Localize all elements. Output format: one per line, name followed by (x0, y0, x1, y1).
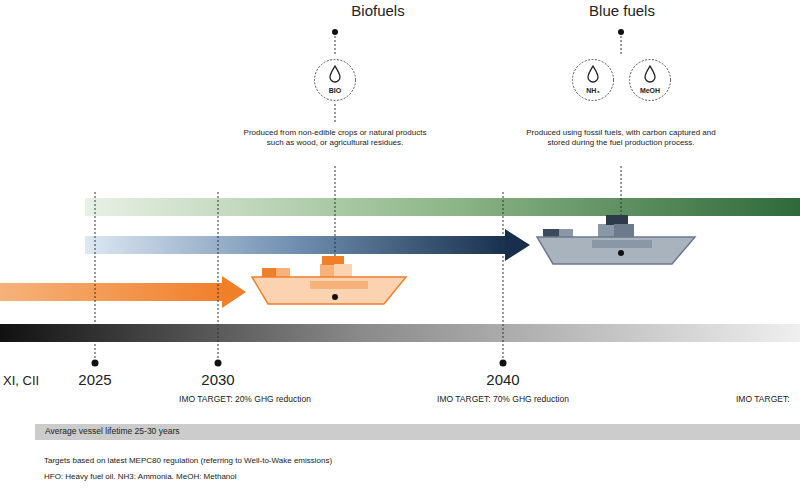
fuel-description: Produced from non-edible crops or natura… (240, 128, 430, 148)
fuel-icon: BIO (313, 58, 357, 102)
green-band (85, 198, 800, 216)
fuel-icon: MeOH (628, 58, 672, 102)
fuel-code: BIO (329, 87, 341, 94)
year-label: 2040 (473, 371, 533, 390)
footnote: Targets based on latest MEPC80 regulatio… (44, 456, 332, 466)
year-label: 2030 (188, 371, 248, 390)
orange-arrowhead (222, 276, 246, 308)
band-text: Average vessel lifetime 25-30 years (45, 426, 790, 438)
biofuel-ship (252, 256, 406, 304)
imo-target: IMO TARGET: (736, 394, 790, 405)
section-title: Blue fuels (552, 2, 692, 21)
section-title: Biofuels (318, 2, 438, 21)
orange-band (0, 283, 226, 301)
icon-outline (628, 58, 672, 102)
black-band (0, 324, 800, 342)
fuel-code: NH₃ (586, 87, 599, 94)
bluefuel-ship (537, 215, 695, 264)
year-leaders (95, 192, 503, 358)
fuel-icon: NH₃ (571, 58, 615, 102)
year-dots (92, 360, 507, 367)
icon-outline (313, 58, 357, 102)
icon-outline (571, 58, 615, 102)
leader-dots (332, 29, 624, 35)
imo-target: IMO TARGET: 20% GHG reduction (150, 394, 340, 405)
regulation-note: XI, CII (3, 373, 39, 389)
lifetime-band: Average vessel lifetime 25-30 years (35, 424, 800, 440)
blue-arrowhead (505, 229, 530, 261)
footnote: HFO: Heavy fuel oil. NH3: Ammonia. MeOH:… (44, 472, 237, 482)
blue-band (85, 236, 510, 254)
year-label: 2025 (65, 371, 125, 390)
fuel-code: MeOH (640, 87, 660, 94)
imo-target: IMO TARGET: 70% GHG reduction (408, 394, 598, 405)
fuel-description: Produced using fossil fuels, with carbon… (526, 128, 716, 148)
